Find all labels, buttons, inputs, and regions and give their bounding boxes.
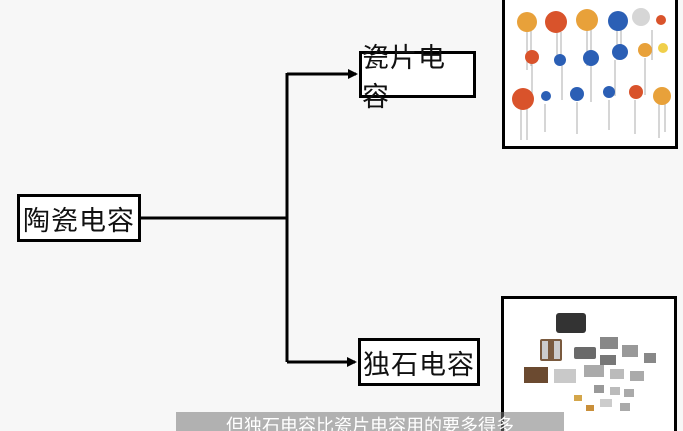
node-disc-capacitor-label: 瓷片电容 [362, 42, 446, 113]
node-disc-capacitor: 瓷片电容 [359, 43, 476, 113]
chip-capacitors-illustration [524, 313, 656, 411]
video-subtitle: 但独石电容比瓷片电容用的要多得多 [176, 412, 564, 431]
node-ceramic-capacitor: 陶瓷电容 [17, 194, 141, 242]
multilayer-chip-capacitors-photo [501, 296, 677, 431]
ceramic-disc-capacitors-photo [502, 0, 678, 149]
disc-capacitors-illustration [512, 8, 671, 140]
node-ceramic-capacitor-label: 陶瓷电容 [23, 205, 135, 237]
node-monolithic-capacitor-label: 独石电容 [363, 349, 475, 381]
node-monolithic-capacitor: 独石电容 [358, 338, 480, 386]
